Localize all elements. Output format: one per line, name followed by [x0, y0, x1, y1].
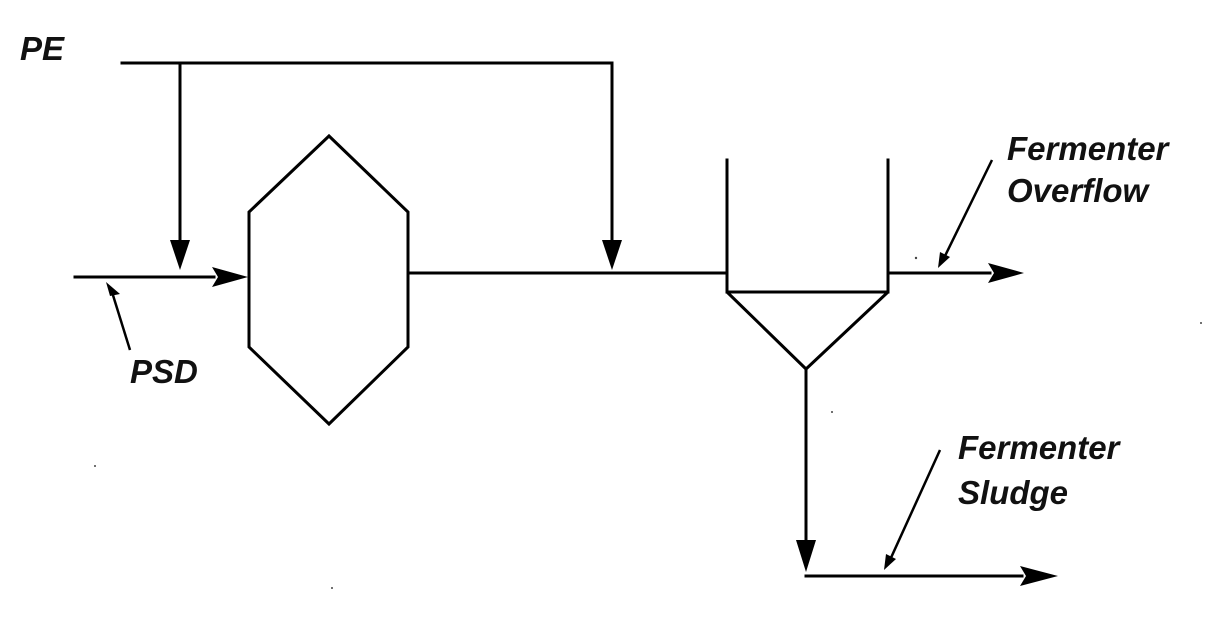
- scan-specks: [94, 256, 1202, 589]
- psd-leader: [106, 282, 132, 351]
- sludge-arrow-icon: [1020, 566, 1058, 586]
- psd-leader-arrow-icon: [106, 282, 120, 296]
- pe-to-fermenter-arrow-icon: [170, 240, 190, 270]
- fermenter-vessel: [247, 133, 410, 427]
- sludge-outlet-line: [796, 367, 1058, 586]
- overflow-label-line1: Fermenter: [1007, 130, 1171, 167]
- sludge-leader: [884, 449, 942, 570]
- overflow-leader: [938, 159, 994, 268]
- pe-flow-line: [120, 61, 622, 270]
- psd-inlet-arrow-icon: [212, 267, 248, 287]
- sludge-leader-arrow-icon: [884, 554, 896, 570]
- sludge-label-line1: Fermenter: [958, 429, 1122, 466]
- overflow-leader-arrow-icon: [938, 252, 950, 268]
- psd-inlet-line: [73, 267, 248, 287]
- overflow-outlet-line: [886, 263, 1024, 283]
- psd-label: PSD: [130, 353, 198, 390]
- pe-label: PE: [20, 30, 65, 67]
- thickener-tank: [725, 158, 890, 372]
- sludge-label-line2: Sludge: [958, 474, 1068, 511]
- sludge-down-arrow-icon: [796, 540, 816, 572]
- overflow-label-line2: Overflow: [1007, 172, 1151, 209]
- pe-to-clarifier-arrow-icon: [602, 240, 622, 270]
- overflow-arrow-icon: [988, 263, 1024, 283]
